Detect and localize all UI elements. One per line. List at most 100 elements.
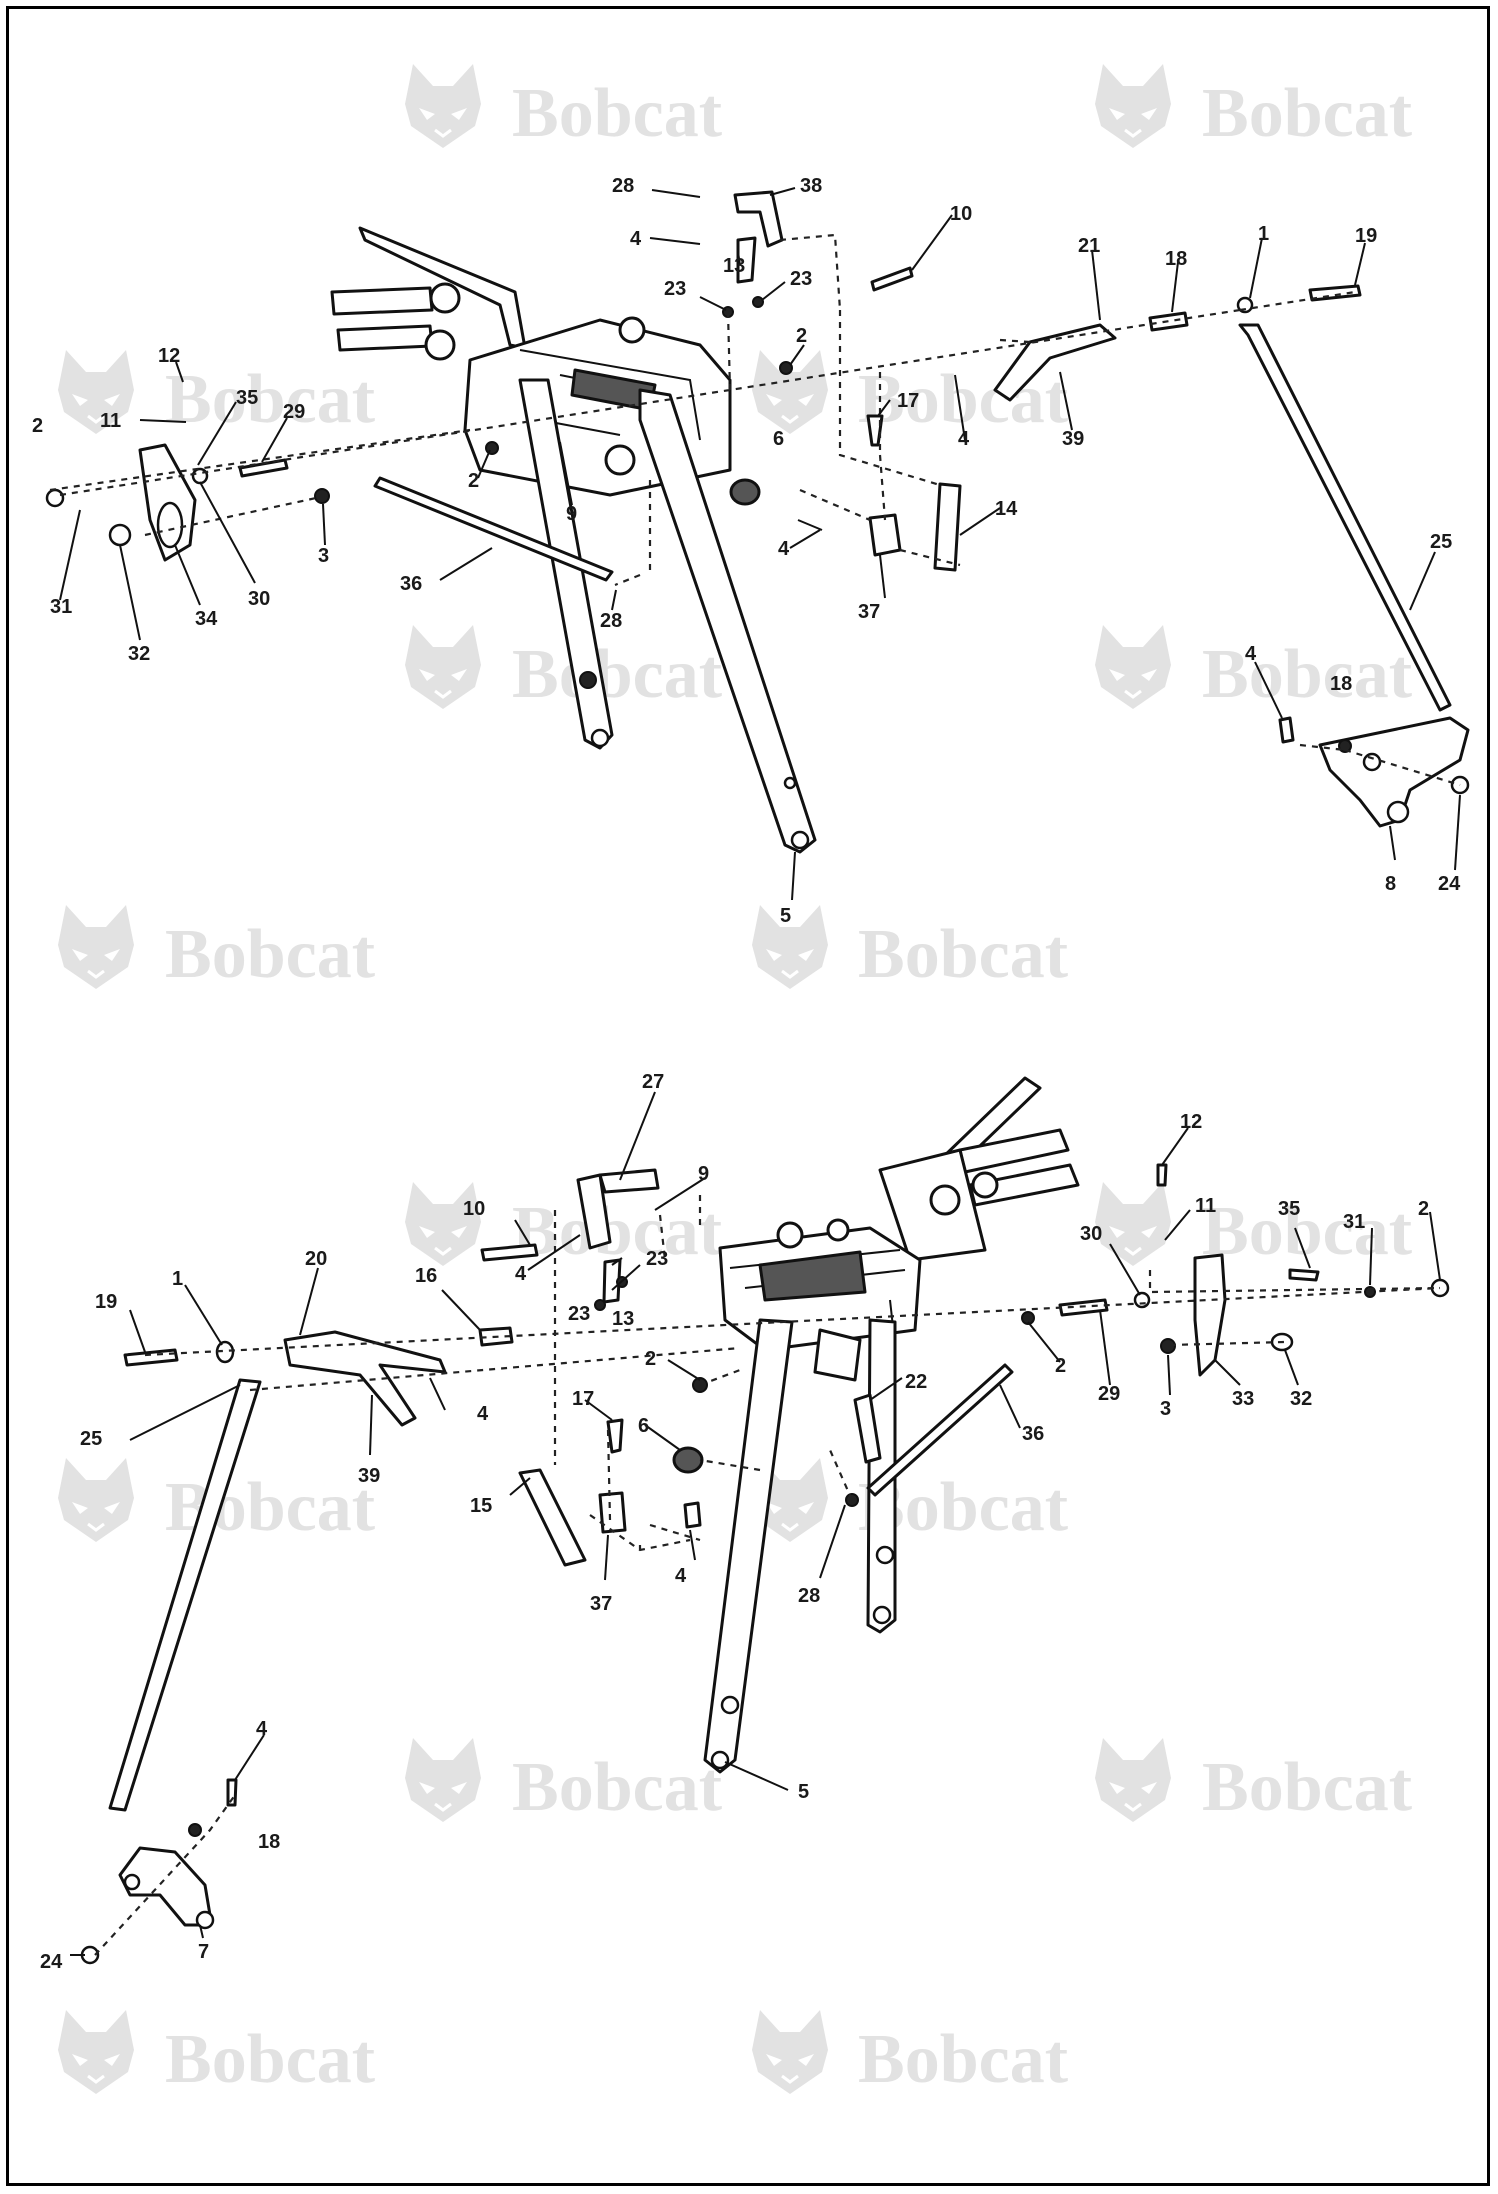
pivot-knob: [929, 1184, 961, 1216]
washer-2: [45, 488, 65, 508]
callout-label: 4: [1245, 643, 1257, 665]
callout-label: 18: [1330, 673, 1352, 695]
callout-label: 2: [468, 470, 479, 492]
watermark-text: Bobcat: [858, 916, 1068, 993]
callout-label: 36: [1022, 1423, 1044, 1445]
callout-label: 29: [283, 401, 305, 423]
spring-22: [853, 1393, 882, 1464]
diagram-frame: [6, 6, 1490, 2186]
watermark: [1093, 1736, 1173, 1824]
watermark: [403, 1180, 483, 1268]
assembly-line: [94, 1195, 1441, 1956]
bracket-27-top: [598, 1168, 660, 1194]
leaders: [70, 1091, 1441, 1956]
bracket-37: [868, 513, 902, 557]
arm-hole: [783, 776, 797, 790]
nut-2: [485, 441, 499, 455]
callout-label: 32: [128, 643, 150, 665]
clip-13: [736, 236, 757, 284]
callout-label: 24: [40, 1951, 63, 1973]
pin-10: [480, 1243, 539, 1262]
watermark-text: Bobcat: [165, 916, 375, 993]
watermark-text: Bobcat: [1202, 75, 1412, 152]
nut-6: [729, 478, 761, 506]
callout-label: 4: [630, 228, 642, 250]
callout-label: 22: [905, 1371, 927, 1393]
pin-10: [870, 266, 914, 292]
bracket-hole: [123, 1873, 141, 1891]
callout-label: 10: [463, 1198, 485, 1220]
callout-label: 2: [1418, 1198, 1429, 1220]
callout-label: 4: [778, 538, 790, 560]
watermark: [403, 62, 483, 150]
watermark-text: Bobcat: [1202, 1749, 1412, 1826]
callout-label: 29: [1098, 1383, 1120, 1405]
clip-4b: [226, 1778, 238, 1807]
rod-36: [373, 476, 614, 582]
watermark-group: Bobcat Bobcat Bobcat Bobcat Bobcat Bobca…: [56, 62, 1412, 2098]
callout-label: 28: [600, 610, 622, 632]
callout-label: 19: [95, 1291, 117, 1313]
callout-label: 4: [675, 1565, 687, 1587]
callout-label: 38: [800, 175, 822, 197]
callout-label: 31: [50, 596, 72, 618]
handle-bar: [358, 226, 527, 350]
callout-label: 32: [1290, 1388, 1312, 1410]
housing-knob: [604, 444, 636, 476]
callout-label: 23: [664, 278, 686, 300]
callout-label: 5: [798, 1781, 809, 1803]
callout-label: 33: [1232, 1388, 1254, 1410]
watermark-text: Bobcat: [512, 75, 722, 152]
watermark: [56, 903, 136, 991]
watermark-text: Bobcat: [858, 2021, 1068, 2098]
bracket-hole: [1386, 800, 1410, 824]
nut-6: [672, 1446, 704, 1474]
rod-25: [1238, 323, 1452, 712]
arm-hole: [579, 671, 597, 689]
watermark: [1093, 623, 1173, 711]
watermark: [403, 1736, 483, 1824]
callout-label: 9: [566, 503, 577, 525]
callout-label: 4: [256, 1718, 268, 1740]
watermark-text: Bobcat: [512, 636, 722, 713]
callout-label: 1: [1258, 223, 1269, 245]
callout-label: 6: [773, 428, 784, 450]
callout-label: 23: [646, 1248, 668, 1270]
callout-label: 6: [638, 1415, 649, 1437]
arm-hole: [720, 1695, 740, 1715]
callout-label: 28: [798, 1585, 820, 1607]
arm-hole: [875, 1545, 895, 1565]
bracket-hole: [1362, 752, 1382, 772]
pivot-knob: [424, 329, 456, 361]
lever-20: [283, 1330, 447, 1427]
callout-label: 24: [1438, 873, 1461, 895]
clip-4: [1278, 716, 1295, 744]
callout-label: 37: [590, 1593, 612, 1615]
rod-36: [866, 1363, 1014, 1497]
clip-13: [602, 1258, 622, 1304]
callout-label: 35: [1278, 1198, 1300, 1220]
watermark: [56, 348, 136, 436]
bolt-23: [752, 296, 764, 308]
bolt-3: [1160, 1338, 1176, 1354]
callout-label: 4: [958, 428, 970, 450]
bracket-27: [576, 1173, 612, 1250]
nut-2b: [779, 361, 793, 375]
control-grip: [336, 324, 434, 352]
callout-label: 35: [236, 387, 258, 409]
bottom-callouts: 27 9 12 10 23 11 35 31 2 4 30 20 16 1 19…: [40, 1071, 1429, 1973]
control-grip: [330, 286, 434, 316]
pivot-knob: [971, 1171, 999, 1199]
callout-label: 2: [796, 325, 807, 347]
callout-label: 11: [1195, 1195, 1216, 1217]
callout-label: 9: [698, 1163, 709, 1185]
watermark: [750, 2008, 830, 2096]
arm-hole: [590, 728, 610, 748]
left-arm: [703, 1318, 794, 1774]
callout-label: 23: [790, 268, 812, 290]
callout-label: 14: [995, 498, 1018, 520]
callout-label: 3: [1160, 1398, 1171, 1420]
housing-knob: [776, 1221, 804, 1249]
callout-label: 16: [415, 1265, 437, 1287]
